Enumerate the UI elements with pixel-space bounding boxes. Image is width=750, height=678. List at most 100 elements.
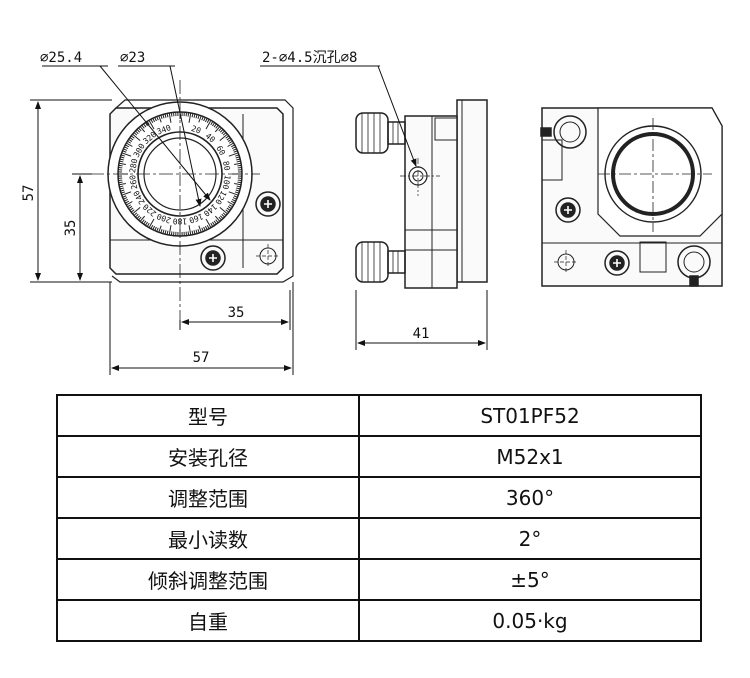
dial-tick xyxy=(214,215,221,222)
rear-hole-bottom-left xyxy=(554,250,578,274)
dial-tick xyxy=(198,225,202,233)
dial-tick xyxy=(119,158,124,161)
dial-tick xyxy=(129,207,134,211)
dial-tick xyxy=(168,112,172,123)
dial-tick xyxy=(236,158,241,161)
dial-tick xyxy=(235,189,240,192)
dial-tick xyxy=(119,185,124,188)
dial-tick xyxy=(144,221,148,226)
dial-tick xyxy=(206,224,210,229)
rear-hole-bottom-right xyxy=(677,245,711,287)
spec-label: 倾斜调整范围 xyxy=(56,558,360,601)
spec-value: 0.05·kg xyxy=(358,599,702,642)
dial-tick xyxy=(168,225,172,236)
dial-tick xyxy=(135,213,139,218)
dial-tick xyxy=(139,215,146,222)
dial-tick xyxy=(201,227,204,232)
dial-tick xyxy=(226,137,231,141)
dial-tick xyxy=(128,138,133,142)
dial-tick xyxy=(129,137,134,141)
dial-tick xyxy=(193,113,196,118)
dial-tick xyxy=(235,191,240,194)
dial-tick xyxy=(226,207,231,211)
dial-tick xyxy=(222,212,227,216)
dial-tick xyxy=(120,191,125,194)
dial-tick xyxy=(188,225,192,236)
dial-tick xyxy=(121,152,132,157)
dial-tick xyxy=(135,130,139,135)
dial-tick xyxy=(233,195,238,198)
dial-tick xyxy=(138,127,142,132)
dial-tick xyxy=(231,146,236,150)
dial-tick xyxy=(122,195,127,198)
dial-tick xyxy=(170,231,173,236)
dial-tick-label: 260 xyxy=(128,174,139,190)
dial-tick xyxy=(228,152,239,157)
dial-tick-label: 80 xyxy=(221,160,232,171)
front-dimensions xyxy=(30,65,294,375)
dial-tick xyxy=(187,231,190,236)
dial-tick xyxy=(210,121,214,126)
dial-tick xyxy=(191,113,194,118)
dial-tick xyxy=(141,219,145,224)
dial-tick xyxy=(235,156,240,159)
dial-tick xyxy=(123,148,128,151)
dial-tick xyxy=(210,222,214,227)
dial-tick xyxy=(201,116,204,121)
dial-tick xyxy=(203,117,206,122)
dial-tick xyxy=(125,200,130,204)
dial-tick xyxy=(150,224,154,229)
dial-tick xyxy=(123,197,128,200)
dial-tick xyxy=(143,220,147,225)
rear-screw-bottom xyxy=(604,250,630,276)
dial-tick xyxy=(164,230,167,235)
dial-tick xyxy=(156,227,159,232)
dial-tick xyxy=(122,150,127,153)
dial-tick xyxy=(132,133,141,141)
technical-drawing: 2040608010012014016018020022024026028030… xyxy=(21,50,723,375)
dial-tick xyxy=(146,222,150,227)
dial-tick xyxy=(128,206,133,210)
spec-value: M52x1 xyxy=(358,435,702,478)
dial-tick xyxy=(204,225,208,230)
dial-tick xyxy=(237,164,242,167)
side-knob-top xyxy=(355,112,406,154)
dial-tick xyxy=(160,114,163,119)
rear-screw-left xyxy=(555,197,581,223)
dim-width: 57 xyxy=(193,350,210,366)
dial-tick xyxy=(227,201,234,206)
dim-hole-note: 2-⌀4.5沉孔⌀8 xyxy=(262,50,357,66)
dial-tick xyxy=(235,154,240,157)
rear-view xyxy=(540,107,723,287)
dim-depth: 41 xyxy=(413,326,430,342)
dial-tick xyxy=(150,119,154,124)
spec-label: 安装孔径 xyxy=(56,435,360,478)
spec-value: ±5° xyxy=(358,558,702,601)
dial-tick xyxy=(234,162,242,165)
dial-tick xyxy=(121,191,132,196)
dial-tick xyxy=(227,206,232,210)
dial-tick xyxy=(219,129,224,133)
dim-d-outer: ⌀25.4 xyxy=(40,50,82,66)
dial-tick xyxy=(127,204,132,208)
front-screw-right xyxy=(255,191,281,217)
dial-tick xyxy=(152,225,156,230)
dial-tick xyxy=(118,181,123,184)
dial-tick xyxy=(225,135,230,139)
front-screw-bottom xyxy=(200,245,226,271)
side-knob-bottom xyxy=(355,241,406,283)
dial-tick xyxy=(227,138,232,142)
spec-value: 2° xyxy=(358,517,702,560)
dial-tick xyxy=(170,112,173,117)
dial-tick xyxy=(188,112,192,123)
dial-tick xyxy=(156,116,159,121)
dial-tick xyxy=(206,119,210,124)
dial-tick xyxy=(126,142,133,147)
dial-tick xyxy=(124,198,129,202)
dial-tick xyxy=(130,209,135,213)
dial-tick xyxy=(139,126,146,133)
